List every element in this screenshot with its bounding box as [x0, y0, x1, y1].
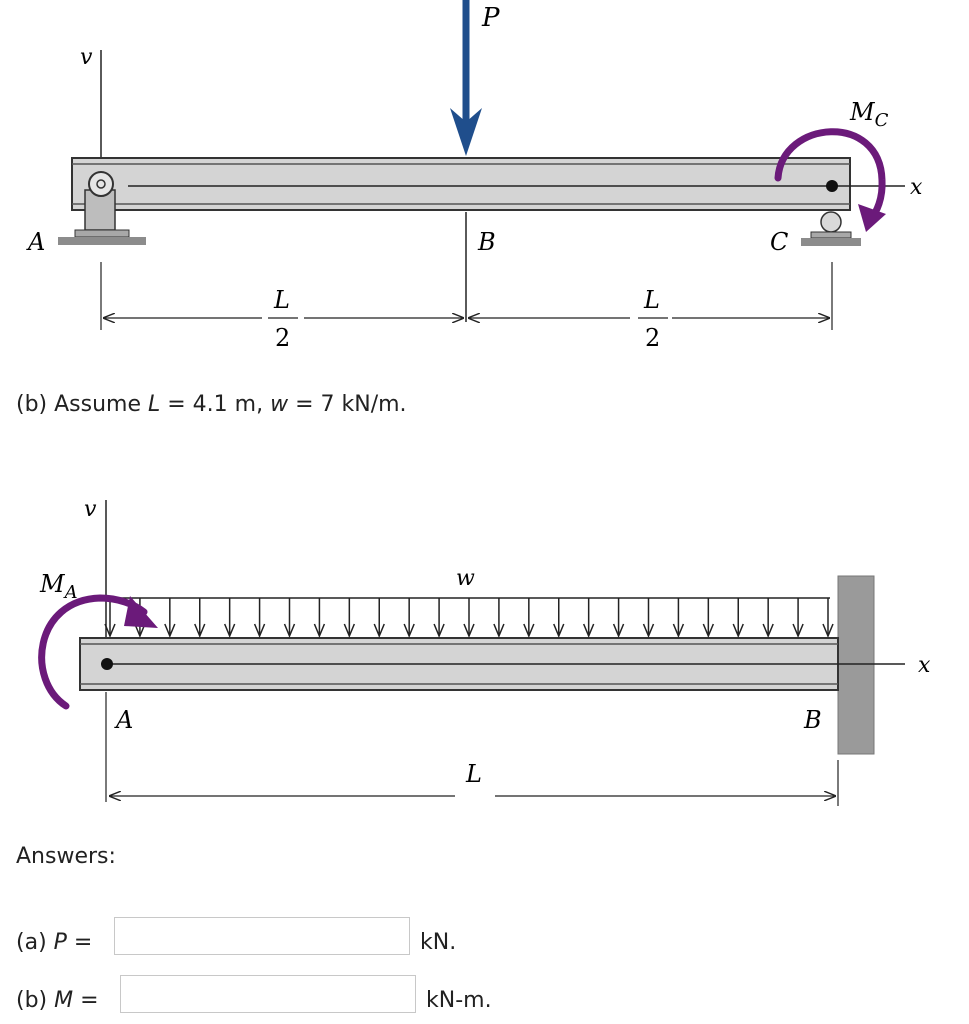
figure-cantilever-beam: v x w MA A B L [0, 480, 969, 820]
answer-b-prefix: (b) [16, 988, 55, 1013]
axis-v-label: v [80, 45, 93, 70]
distributed-load-w [104, 597, 834, 638]
dim-l-label: L [465, 760, 482, 788]
figure-simply-supported-beam: v x A C B P MC L 2 L [0, 0, 969, 370]
dim-denominator-1: 2 [275, 324, 290, 352]
answer-a-var: P [53, 930, 67, 955]
load-p-arrow [450, 0, 482, 156]
dim-numerator-2: L [643, 286, 660, 314]
answer-a-eq: = [66, 930, 93, 955]
roller-support-c [801, 211, 861, 246]
answer-a-prefix: (a) [16, 930, 54, 955]
axis-x-label-b: x [918, 653, 931, 678]
moment-ma-label: MA [39, 570, 78, 603]
pin-support-a [58, 171, 146, 245]
part-b-assumption: (b) Assume L = 4.1 m, w = 7 kN/m. [16, 392, 407, 417]
point-a-label-b: A [114, 706, 133, 734]
point-b-label-b: B [803, 706, 822, 734]
dim-denominator-2: 2 [645, 324, 660, 352]
axis-x-label: x [910, 175, 923, 200]
var-w: w [270, 392, 289, 417]
fixed-wall-b [837, 575, 875, 755]
moment-mc-arrow [774, 128, 886, 232]
answer-a-input[interactable] [114, 917, 410, 955]
load-w-label: w [456, 566, 475, 591]
answer-b-label: (b) M = [16, 988, 99, 1013]
moment-ma-arrow [38, 594, 158, 710]
answers-heading: Answers: [16, 844, 116, 869]
assumption-prefix: (b) Assume [16, 392, 148, 417]
answer-b-input[interactable] [120, 975, 416, 1013]
load-p-label: P [481, 3, 500, 33]
dim-numerator-1: L [273, 286, 290, 314]
answer-a-unit: kN. [420, 930, 457, 955]
moment-mc-label: MC [849, 98, 889, 131]
axis-v-label-b: v [84, 497, 97, 522]
var-l: L [148, 392, 161, 417]
answer-b-unit: kN-m. [426, 988, 492, 1013]
point-a-label: A [26, 228, 45, 256]
point-c-label: C [770, 228, 788, 256]
assumption-l-value: = 4.1 m, [160, 392, 271, 417]
beam-a [71, 157, 851, 211]
assumption-w-value: = 7 kN/m. [288, 392, 407, 417]
answer-a-label: (a) P = [16, 930, 92, 955]
point-b-label: B [477, 228, 496, 256]
answer-b-eq: = [73, 988, 99, 1013]
answer-b-var: M [54, 988, 74, 1013]
